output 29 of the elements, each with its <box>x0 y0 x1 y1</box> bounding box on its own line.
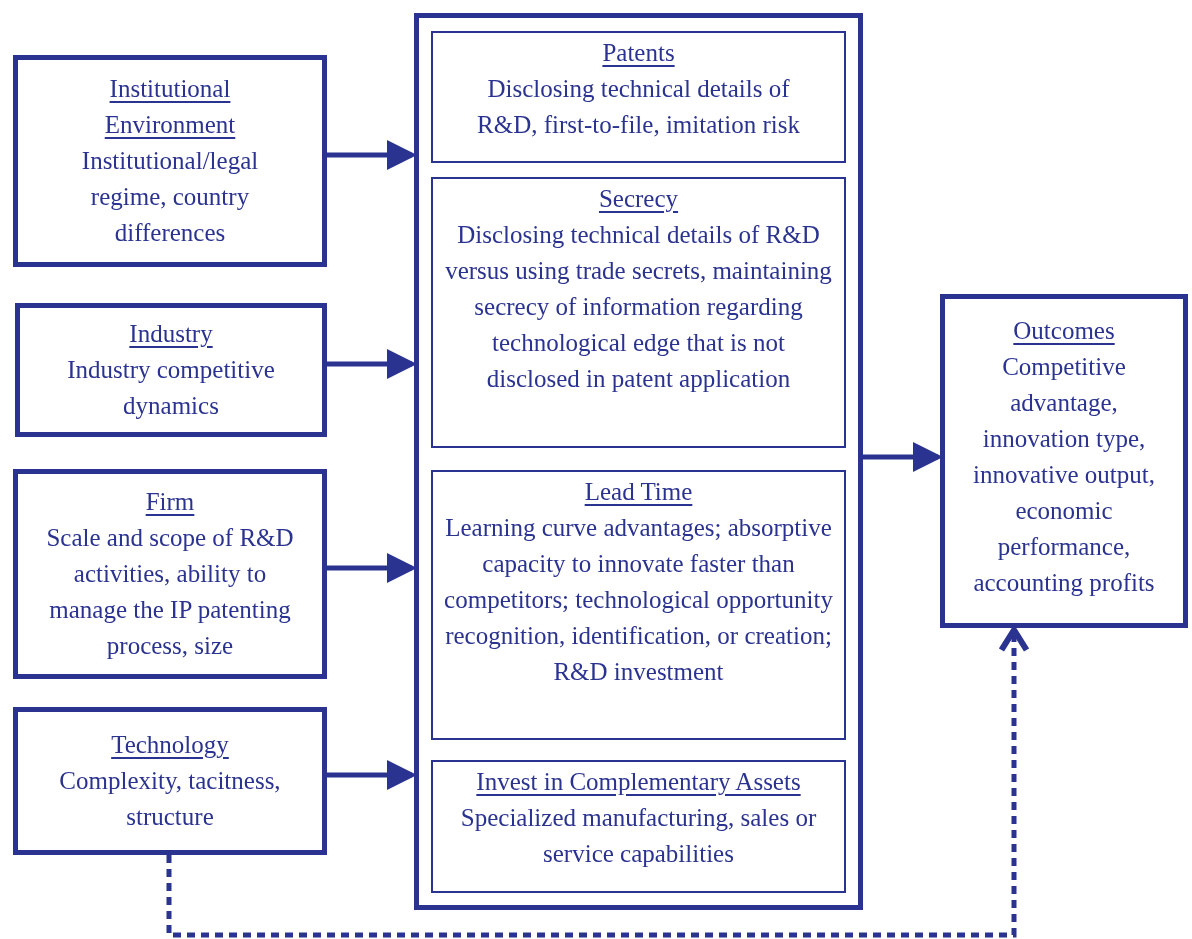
strategy-box <box>431 177 846 448</box>
box-description: Disclosing technical details of R&D versus using trade secrets, maintaining secrecy of information regarding technological edge that is not disclosed in patent application <box>445 220 832 394</box>
box-description: Specialized manufacturing, sales or service capabilities <box>459 803 818 869</box>
box-description: Learning curve advantages; absorptive capacity to innovate faster than competitors; technological opportunity recognition, identification, or creation; R&D investment <box>443 513 834 687</box>
box-description: Institutional/legal regime, country differences <box>80 146 260 248</box>
factor-box <box>15 303 327 437</box>
factor-box <box>940 294 1188 628</box>
strategy-box <box>431 760 846 893</box>
box-description: Competitive advantage, innovation type, innovative output, economic performance, accounting profits <box>972 352 1156 598</box>
dashed-arrow <box>166 627 1030 938</box>
frame-box <box>414 13 863 910</box>
factor-box <box>13 55 327 267</box>
box-heading: Outcomes <box>1013 316 1115 346</box>
box-heading: Technology <box>111 730 229 760</box>
factor-box <box>13 469 327 679</box>
strategy-box <box>431 31 846 163</box>
box-description: Disclosing technical details of R&D, first-to-file, imitation risk <box>476 74 801 140</box>
box-heading: Invest in Complementary Assets <box>476 767 801 797</box>
box-heading: Firm <box>145 487 195 517</box>
box-description: Industry competitive dynamics <box>66 355 276 421</box>
box-heading: Industry <box>129 319 213 349</box>
box-heading: Lead Time <box>584 477 693 507</box>
box-heading: Patents <box>602 38 675 68</box>
box-description: Scale and scope of R&D activities, ability to manage the IP patenting process, size <box>45 523 295 661</box>
box-heading: Secrecy <box>598 184 679 214</box>
box-description: Complexity, tacitness, structure <box>58 766 282 832</box>
box-heading: Institutional Environment <box>103 74 237 140</box>
factor-box <box>13 707 327 855</box>
strategy-box <box>431 470 846 740</box>
